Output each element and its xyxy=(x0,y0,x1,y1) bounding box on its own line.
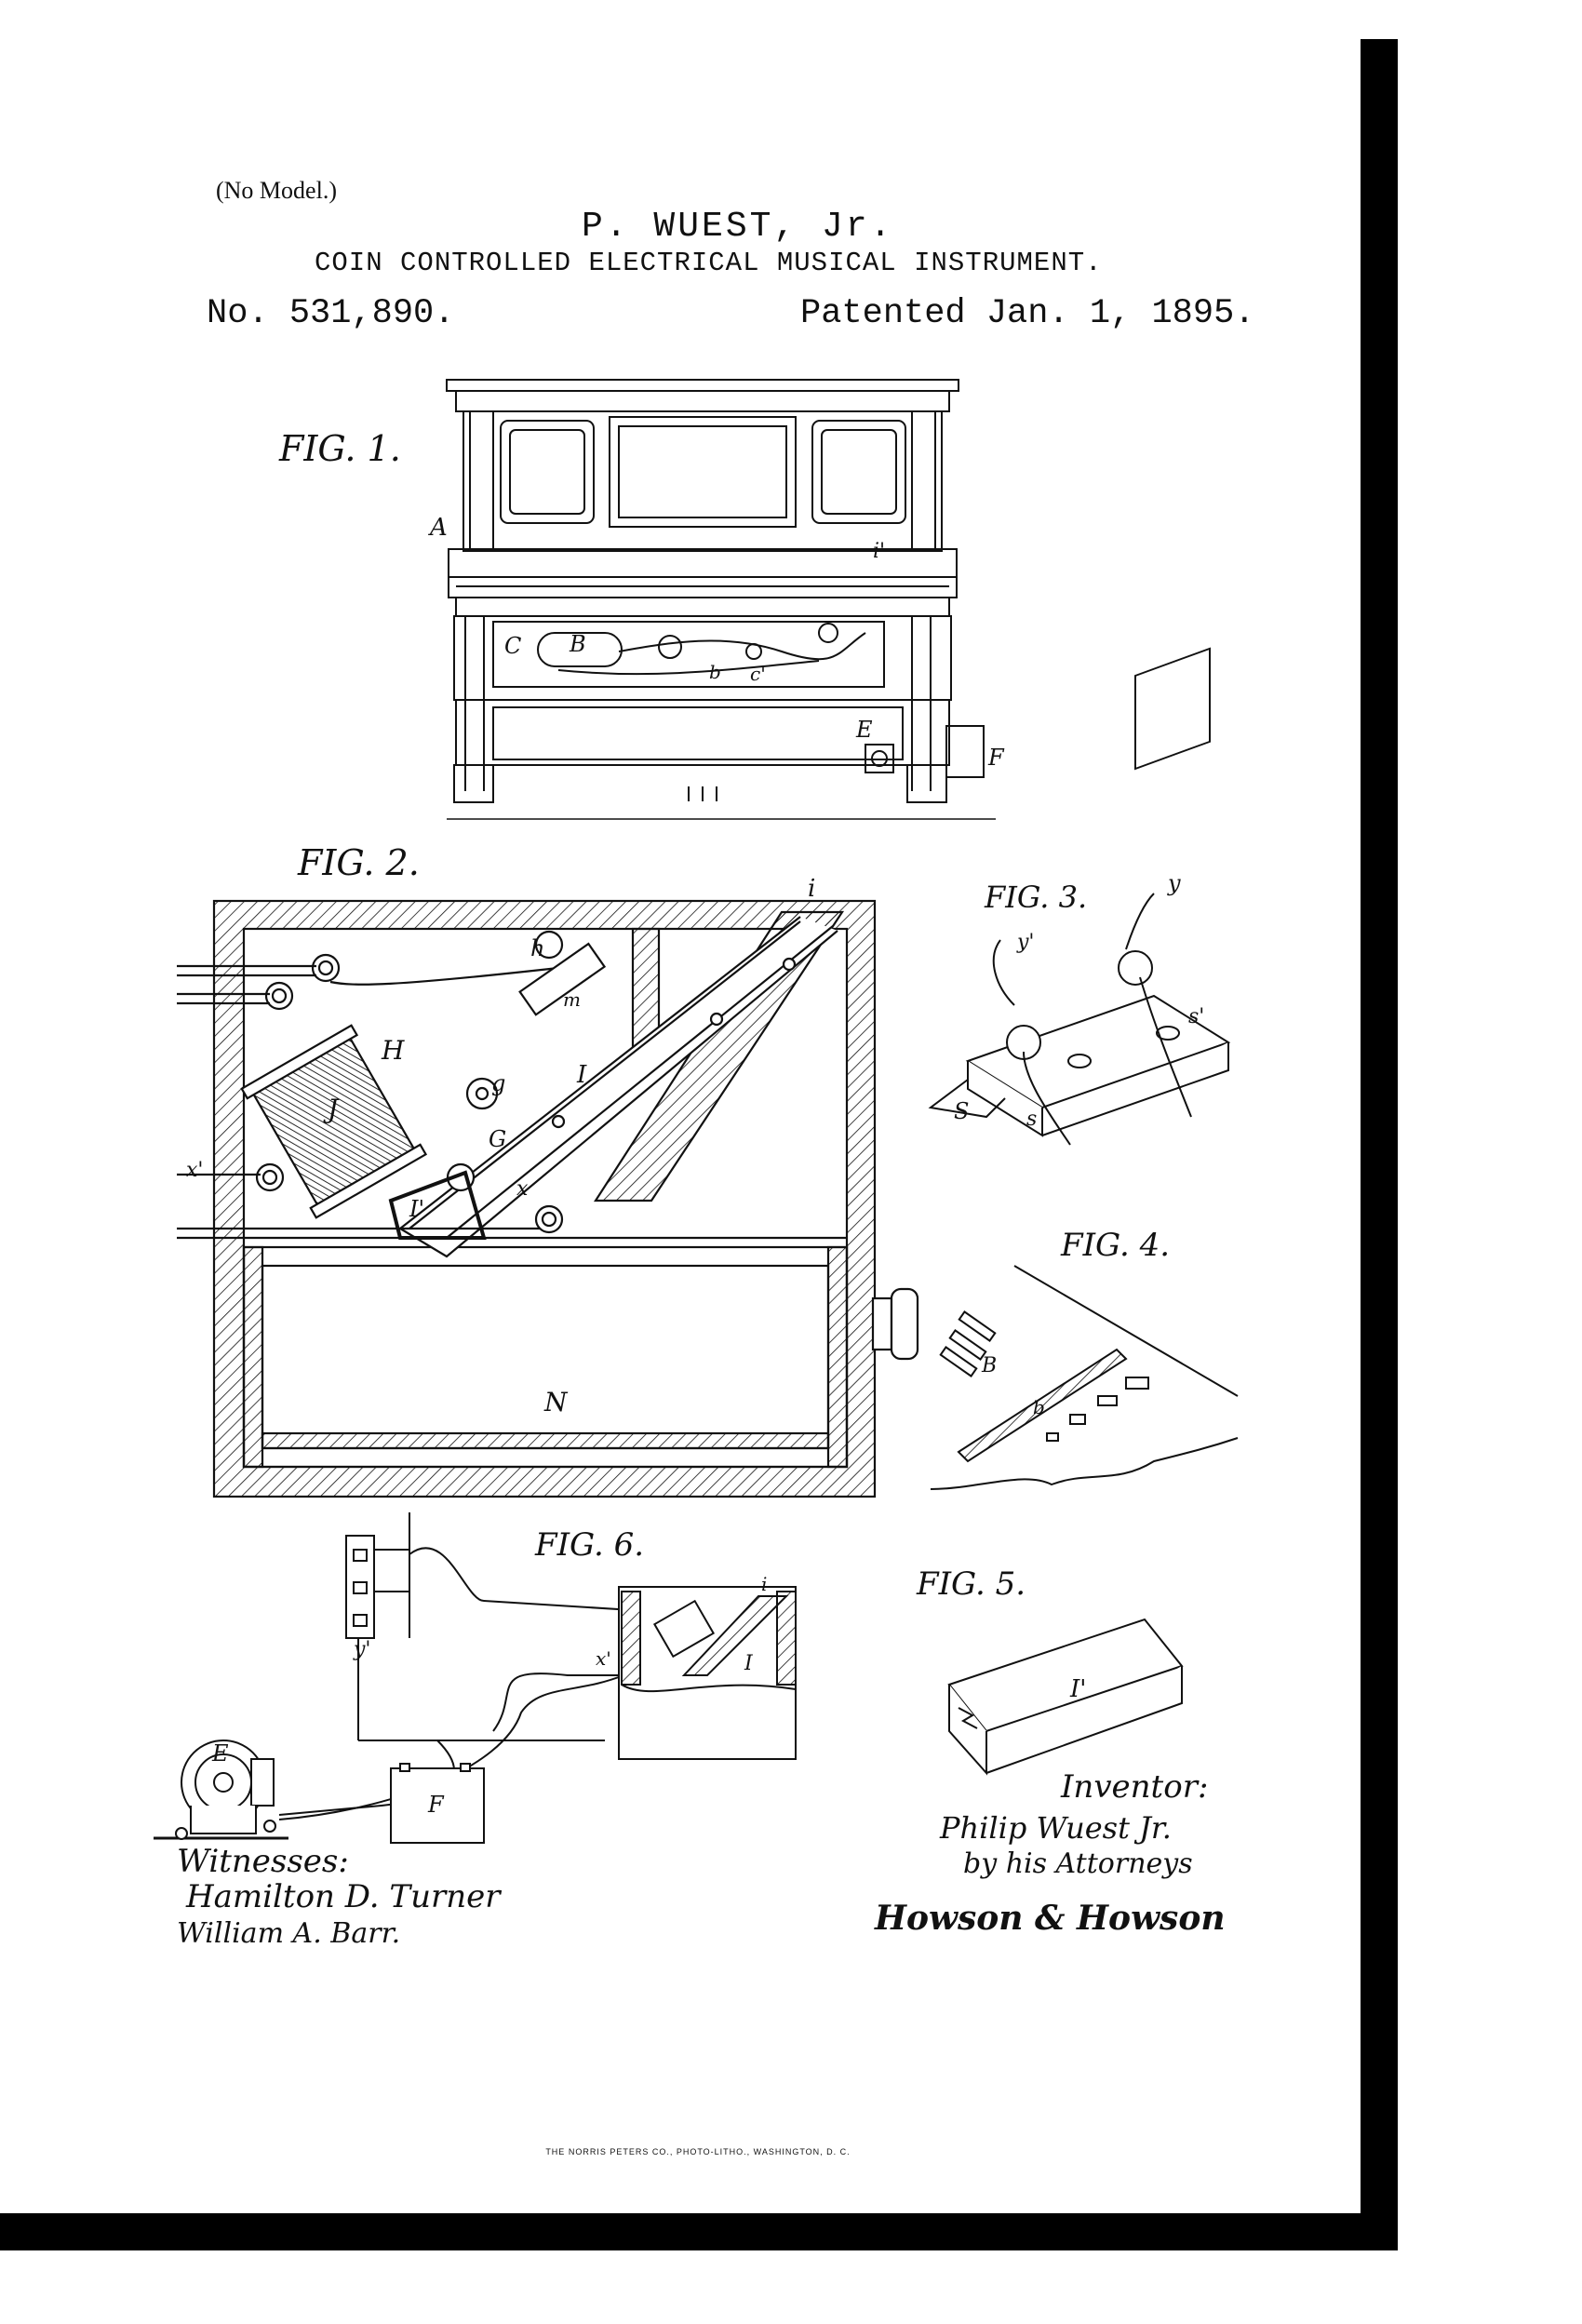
ref-H: H xyxy=(382,1035,405,1066)
ref-J: J xyxy=(328,1094,339,1124)
ref-b-fig4: b xyxy=(1033,1396,1045,1418)
ref-y: y xyxy=(1168,870,1181,896)
fig5-label: FIG. 5. xyxy=(917,1565,1026,1603)
ref-c-prime: c' xyxy=(750,663,766,685)
fig1-piano-drawing xyxy=(446,379,996,820)
ref-I: I xyxy=(577,1061,587,1089)
ref-B: B xyxy=(570,631,586,657)
fig6-label: FIG. 6. xyxy=(535,1526,645,1564)
fig4-sheet-drawing xyxy=(930,1265,1239,1490)
inventor-signature: Philip Wuest Jr. xyxy=(940,1810,1172,1846)
fig2-label: FIG. 2. xyxy=(298,842,420,883)
patent-number: No. 531,890. xyxy=(207,294,455,333)
ref-x: x xyxy=(516,1177,529,1201)
fig5-edge-drawing xyxy=(947,1618,1184,1776)
ref-y-prime-fig3: y' xyxy=(1017,931,1035,954)
ref-i: i xyxy=(808,875,816,903)
ref-F-fig1: F xyxy=(988,745,1004,771)
ref-h: h xyxy=(530,935,545,961)
ref-A: A xyxy=(430,514,448,542)
ref-I-prime-fig5: I' xyxy=(1070,1675,1087,1703)
ref-B-fig4: B xyxy=(982,1354,998,1377)
attorneys-signature: Howson & Howson xyxy=(875,1899,1226,1938)
ref-F-fig6: F xyxy=(428,1792,444,1818)
ref-i-prime: i' xyxy=(873,540,886,563)
fig1-label: FIG. 1. xyxy=(279,428,401,469)
ref-G: G xyxy=(489,1126,507,1152)
inventor-label: Inventor: xyxy=(1061,1768,1209,1806)
witness-signature-2: William A. Barr. xyxy=(177,1917,401,1950)
fig4-label: FIG. 4. xyxy=(1061,1227,1171,1264)
ref-I-prime: I' xyxy=(409,1196,425,1222)
fig3-contact-drawing xyxy=(928,647,1231,1146)
ref-s: s xyxy=(1026,1108,1038,1131)
by-attorneys-label: by his Attorneys xyxy=(963,1847,1193,1880)
ref-x-prime-fig6: x' xyxy=(596,1647,611,1670)
ref-S: S xyxy=(954,1098,970,1124)
ref-g: g xyxy=(491,1070,506,1096)
fig6-circuit-drawing xyxy=(154,1512,797,1844)
witness-signature-1: Hamilton D. Turner xyxy=(186,1878,501,1915)
patent-date: Patented Jan. 1, 1895. xyxy=(800,294,1255,333)
fig3-label: FIG. 3. xyxy=(985,880,1088,915)
ref-x-prime: x' xyxy=(186,1159,204,1182)
inventor-heading: P. WUEST, Jr. xyxy=(582,207,894,247)
ref-s-prime: s' xyxy=(1188,1005,1205,1028)
witnesses-label: Witnesses: xyxy=(177,1843,349,1880)
ref-m: m xyxy=(563,988,581,1011)
scan-edge-right xyxy=(1361,39,1398,2217)
patent-title: COIN CONTROLLED ELECTRICAL MUSICAL INSTR… xyxy=(315,248,1103,278)
ref-E-fig1: E xyxy=(856,717,873,743)
ref-i-fig6: i xyxy=(761,1573,768,1595)
ref-I-fig6: I xyxy=(744,1652,753,1675)
ref-E-fig6: E xyxy=(212,1740,229,1767)
printer-credit: THE NORRIS PETERS CO., PHOTO-LITHO., WAS… xyxy=(545,2147,851,2156)
no-model-label: (No Model.) xyxy=(216,177,337,204)
ref-y-prime-fig6: y' xyxy=(354,1638,371,1661)
ref-N: N xyxy=(544,1387,568,1417)
scan-edge-bottom xyxy=(0,2213,1398,2250)
ref-C: C xyxy=(504,633,522,659)
ref-b: b xyxy=(709,661,721,683)
fig2-mechanism-drawing xyxy=(177,899,919,1498)
